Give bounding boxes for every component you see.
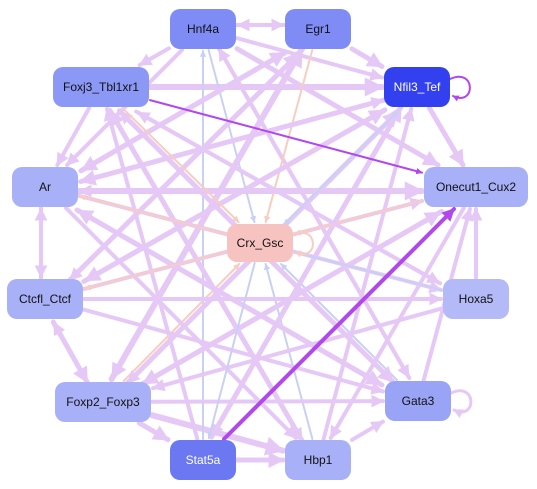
edge-hbp1-to-nfil3 (321, 107, 415, 441)
edge-foxj3-to-ar (55, 106, 92, 167)
edge-foxj3-to-onecut1 (149, 99, 423, 175)
edge-onecut1-to-foxp2 (140, 209, 445, 386)
edge-ctcfl-to-gata3 (82, 307, 385, 395)
node-onecut1[interactable]: Onecut1_Cux2 (424, 167, 528, 207)
node-box-ar (12, 167, 78, 207)
edge-nfil3-to-stat5a (210, 104, 404, 438)
edge-foxp2-to-gata3 (150, 394, 385, 408)
edge-hoxa5-to-foxj3 (135, 110, 442, 286)
edge-nfil3-to-onecut1 (426, 105, 466, 168)
edge-crx-to-ar (79, 194, 227, 236)
node-label-ctcfl: Ctcfl_Ctcf (19, 292, 72, 306)
edge-hoxa5-to-foxp2 (151, 306, 444, 392)
node-hoxa5[interactable]: Hoxa5 (443, 279, 509, 319)
node-foxj3[interactable]: Foxj3_Tbl1xr1 (53, 67, 149, 107)
edge-hnf4a-to-ar (65, 48, 184, 167)
edge-gata3-to-gata3 (449, 389, 473, 419)
node-crx[interactable]: Crx_Gsc (227, 224, 293, 262)
edge-hnf4a-to-foxj3 (137, 46, 171, 67)
node-label-stat5a: Stat5a (186, 453, 221, 467)
edge-crx-to-stat5a (207, 262, 256, 439)
node-box-ctcfl (7, 279, 83, 319)
node-gata3[interactable]: Gata3 (385, 381, 451, 421)
node-box-foxp2 (55, 382, 151, 422)
node-box-onecut1 (424, 167, 528, 207)
node-box-egr1 (285, 9, 351, 49)
edge-foxp2-to-ctcfl (51, 321, 90, 385)
edge-stat5a-to-foxj3 (103, 107, 200, 441)
edge-hnf4a-to-onecut1 (234, 46, 441, 168)
node-box-foxj3 (53, 67, 149, 107)
edge-foxp2-to-stat5a (136, 420, 171, 443)
node-label-foxj3: Foxj3_Tbl1xr1 (63, 80, 139, 94)
node-box-gata3 (385, 381, 451, 421)
edge-hnf4a-to-crx (207, 49, 257, 223)
node-ar[interactable]: Ar (12, 167, 78, 207)
node-foxp2[interactable]: Foxp2_Foxp3 (55, 382, 151, 422)
node-label-gata3: Gata3 (402, 394, 435, 408)
edge-ar-to-gata3 (74, 207, 384, 387)
node-ctcfl[interactable]: Ctcfl_Ctcf (7, 279, 83, 319)
node-box-hnf4a (170, 9, 236, 49)
edge-egr1-to-crx (264, 49, 314, 223)
edge-crx-to-crx (292, 231, 314, 258)
node-label-crx: Crx_Gsc (237, 236, 284, 250)
node-label-hbp1: Hbp1 (304, 453, 333, 467)
edge-nfil3-to-ar (78, 97, 387, 186)
edge-nfil3-to-nfil3 (449, 75, 471, 102)
node-label-ar: Ar (39, 180, 51, 194)
node-stat5a[interactable]: Stat5a (170, 440, 236, 480)
edge-egr1-to-ar (79, 49, 289, 173)
node-box-hbp1 (285, 440, 351, 480)
node-hbp1[interactable]: Hbp1 (285, 440, 351, 480)
edge-nfil3-to-ctcfl (83, 107, 388, 283)
edge-onecut1-to-hbp1 (328, 206, 466, 440)
node-hnf4a[interactable]: Hnf4a (170, 9, 236, 49)
node-box-nfil3 (384, 67, 450, 107)
edge-hoxa5-to-crx (294, 250, 443, 292)
edge-crx-to-ctcfl (84, 250, 227, 291)
node-label-egr1: Egr1 (305, 22, 331, 36)
edge-egr1-to-ctcfl (68, 50, 302, 282)
edge-egr1-to-nfil3 (349, 46, 385, 69)
edges-layer (34, 18, 483, 469)
node-label-foxp2: Foxp2_Foxp3 (66, 395, 140, 409)
node-egr1[interactable]: Egr1 (285, 9, 351, 49)
node-label-hnf4a: Hnf4a (187, 22, 219, 36)
node-box-stat5a (170, 440, 236, 480)
edge-foxj3-to-crx (121, 107, 240, 223)
edge-hbp1-to-gata3 (350, 419, 385, 442)
node-nfil3[interactable]: Nfil3_Tef (384, 67, 450, 107)
node-label-hoxa5: Hoxa5 (459, 292, 494, 306)
node-label-nfil3: Nfil3_Tef (394, 80, 441, 94)
edge-onecut1-to-crx (294, 199, 424, 236)
edge-stat5a-to-onecut1 (222, 207, 456, 441)
node-label-onecut1: Onecut1_Cux2 (436, 180, 516, 194)
node-box-crx (227, 224, 293, 262)
node-box-hoxa5 (443, 279, 509, 319)
edge-crx-to-nfil3 (281, 110, 399, 227)
